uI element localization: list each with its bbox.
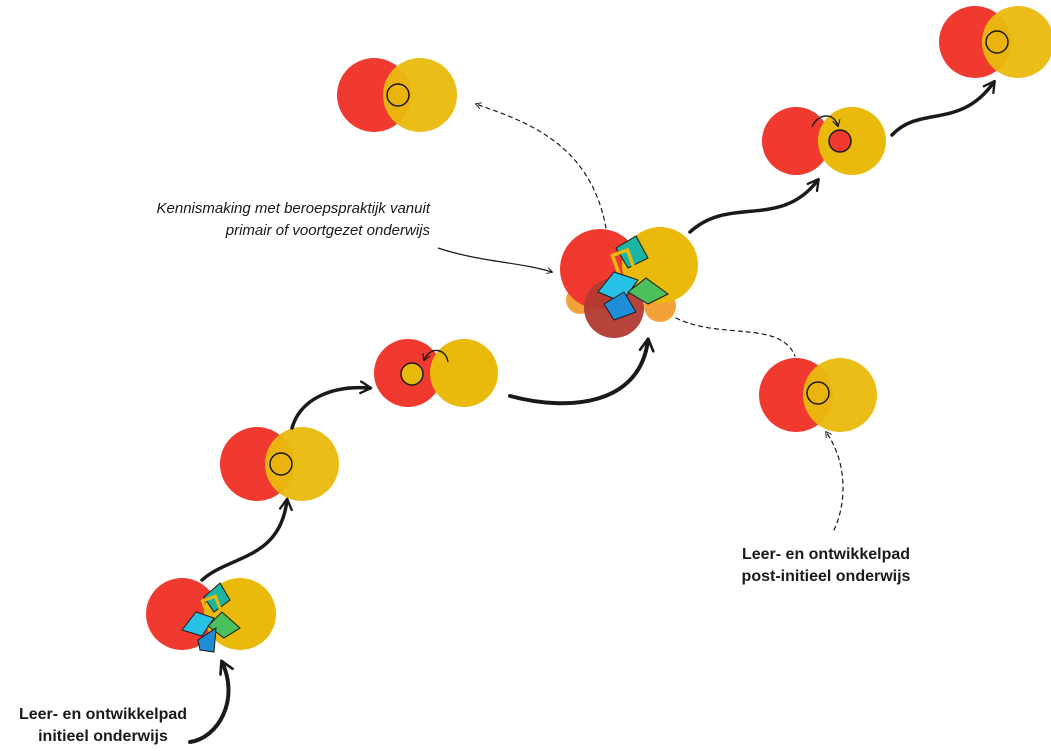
arrow-icon: [890, 79, 996, 137]
arrow-icon: [200, 497, 293, 582]
overlap-ring-icon: [806, 381, 830, 405]
loop-arrow-icon: [422, 349, 449, 363]
pair-top-left: [337, 58, 457, 132]
pair-left-lower: [220, 427, 339, 501]
arrow-icon: [688, 177, 820, 234]
arrow-icon: [290, 380, 373, 430]
pair-right-upper: [762, 107, 886, 175]
arrow-icon: [508, 337, 655, 406]
post-initieel-line2: post-initieel onderwijs: [741, 568, 911, 585]
pair-top-right: [939, 6, 1051, 78]
pair-left-middle: [374, 339, 498, 407]
main-path-arrows: [188, 79, 996, 744]
branch-arrows: [474, 102, 844, 531]
cluster-center: [560, 227, 698, 338]
initieel-line2: initieel onderwijs: [38, 728, 168, 745]
arrow-icon: [188, 659, 234, 744]
kennismaking-label: Kennismaking met beroepspraktijk vanuit …: [118, 198, 430, 242]
arrow-icon: [675, 317, 796, 357]
pair-right-lower: [759, 358, 877, 432]
kennismaking-pointer-arrow-icon: [437, 247, 554, 274]
initieel-line1: Leer- en ontwikkelpad: [18, 706, 188, 723]
kennismaking-line1: Kennismaking met beroepspraktijk vanuit: [156, 200, 430, 217]
post-initieel-label: Leer- en ontwikkelpad post-initieel onde…: [718, 544, 934, 588]
cluster-start: [146, 578, 276, 653]
overlap-ring-icon: [269, 452, 293, 476]
overlap-ring-icon: [386, 83, 410, 107]
initieel-label: Leer- en ontwikkelpad initieel onderwijs: [4, 704, 202, 748]
loop-arrow-icon: [811, 115, 841, 128]
arrow-icon: [474, 102, 607, 229]
arrow-icon: [825, 431, 844, 531]
overlap-ring-icon: [985, 30, 1009, 54]
post-initieel-line1: Leer- en ontwikkelpad: [741, 546, 911, 563]
kennismaking-line2: primair of voortgezet onderwijs: [225, 222, 430, 239]
